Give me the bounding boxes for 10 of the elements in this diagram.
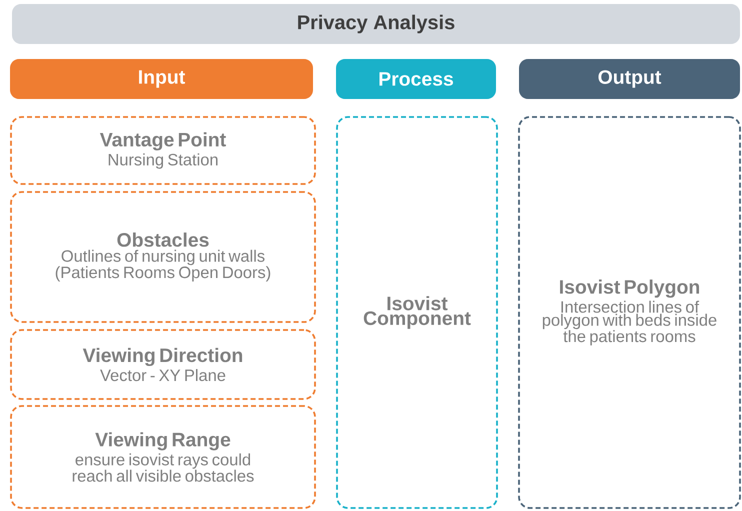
column-header: Input: [10, 59, 313, 99]
dashed-box: Viewing Direction Vector - XY Plane: [10, 329, 316, 400]
dashed-box: Isovist Component: [336, 116, 498, 509]
dashed-box: Vantage Point Nursing Station: [10, 116, 316, 185]
column-header: Output: [519, 59, 740, 99]
column-header: Process: [336, 59, 496, 99]
title-bar: Privacy Analysis: [12, 4, 740, 44]
dashed-box: Viewing Range ensure isovist rays could reach all visible obstacles: [10, 405, 316, 509]
dashed-box: Obstacles Outlines of nursing unit walls (Patients Rooms Open Doors): [10, 191, 316, 323]
dashed-box: Isovist Polygon Intersection lines of polygon with beds inside the patients rooms: [518, 116, 741, 509]
